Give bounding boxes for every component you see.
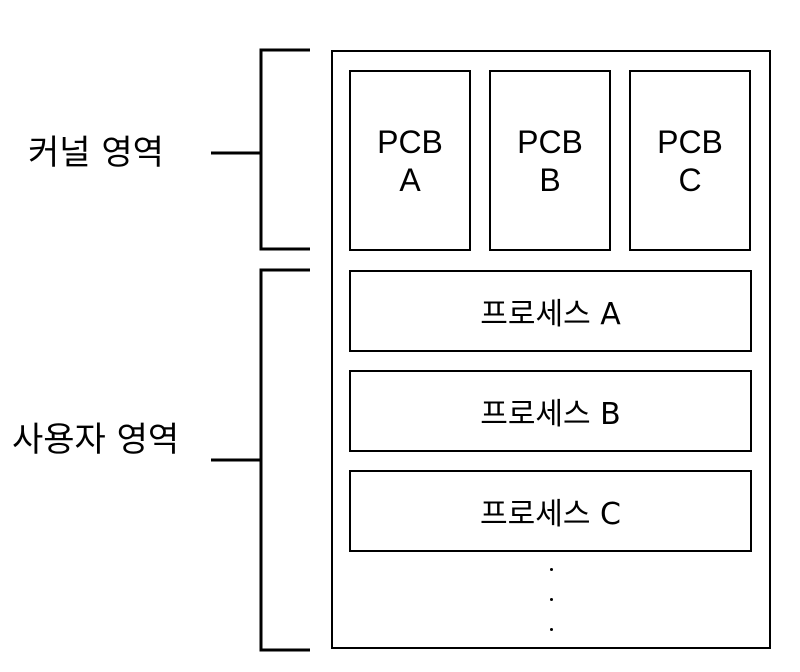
pcb-label: PCB <box>377 123 443 160</box>
pcb-process-id: C <box>678 161 702 198</box>
process-box-a: 프로세스 A <box>349 270 752 352</box>
process-box-b: 프로세스 B <box>349 370 752 452</box>
user-region-bracket <box>259 268 310 652</box>
pcb-box-b: PCB B <box>489 70 611 251</box>
ellipsis-dot <box>549 628 553 631</box>
process-box-c: 프로세스 C <box>349 470 752 552</box>
pcb-label: PCB <box>517 123 583 160</box>
pcb-label: PCB <box>657 123 723 160</box>
user-region-label: 사용자 영역 <box>12 420 180 460</box>
process-label: 프로세스 B <box>480 397 621 432</box>
process-label: 프로세스 C <box>480 497 621 532</box>
ellipsis-dot <box>549 568 553 571</box>
ellipsis-dot <box>549 598 553 601</box>
pcb-process-id: B <box>539 161 561 198</box>
kernel-region-label: 커널 영역 <box>28 133 164 173</box>
pcb-box-a: PCB A <box>349 70 471 251</box>
memory-space-box <box>331 50 771 649</box>
process-label: 프로세스 A <box>480 297 621 332</box>
pcb-box-c: PCB C <box>629 70 751 251</box>
pcb-process-id: A <box>399 161 421 198</box>
continuation-ellipsis <box>541 568 561 631</box>
kernel-region-bracket <box>259 48 310 251</box>
